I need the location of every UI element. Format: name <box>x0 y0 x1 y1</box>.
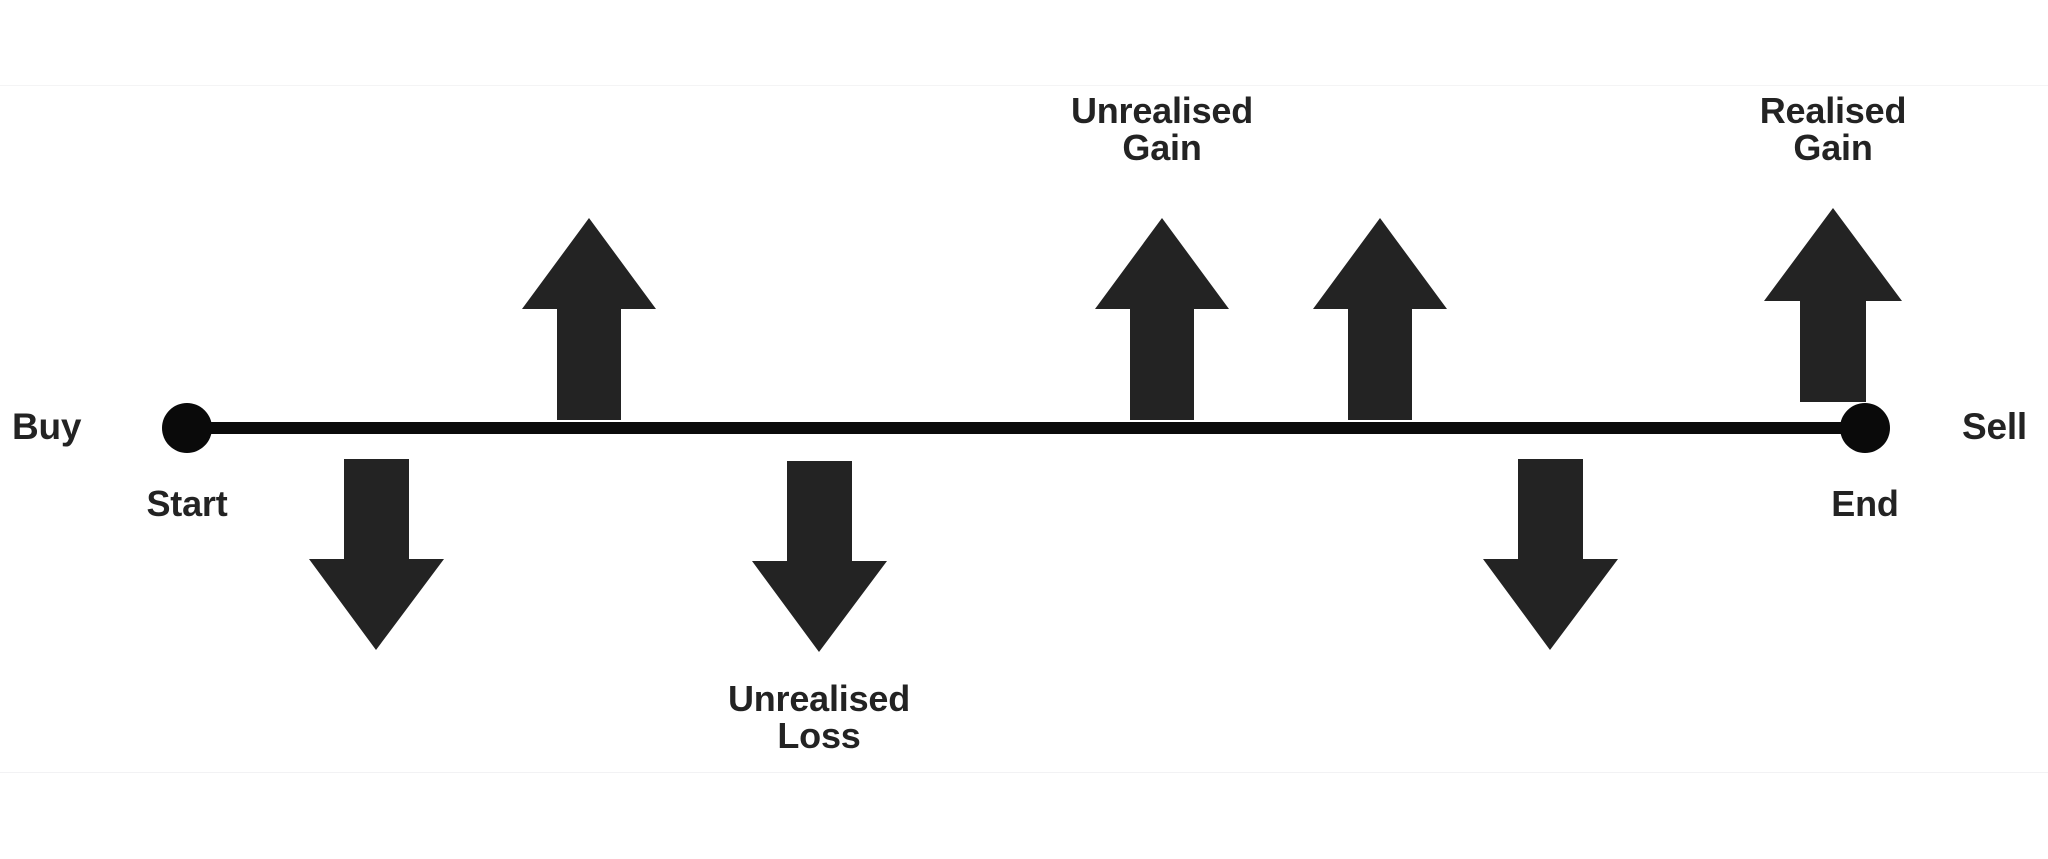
left-side-label: Buy <box>12 406 82 447</box>
unrealised-loss-label: Unrealised Loss <box>727 678 911 757</box>
up-arrow-marker-2[interactable] <box>1313 218 1447 420</box>
up-arrow-marker-realised-gain[interactable] <box>1764 208 1902 402</box>
down-arrow-marker-2[interactable] <box>1483 459 1618 650</box>
up-arrow-marker-unrealised-gain[interactable] <box>1095 218 1229 420</box>
end-node-dot[interactable] <box>1840 403 1890 453</box>
realised-gain-label: Realised Gain <box>1759 90 1907 169</box>
start-node-label: Start <box>146 483 228 524</box>
up-arrow-marker-1[interactable] <box>522 218 656 420</box>
unrealised-gain-label: Unrealised Gain <box>1070 90 1254 169</box>
right-side-label: Sell <box>1962 406 2028 447</box>
start-node-dot[interactable] <box>162 403 212 453</box>
end-node-label: End <box>1831 483 1899 524</box>
down-arrow-marker-1[interactable] <box>309 459 444 650</box>
down-arrow-marker-unrealised-loss[interactable] <box>752 461 887 652</box>
